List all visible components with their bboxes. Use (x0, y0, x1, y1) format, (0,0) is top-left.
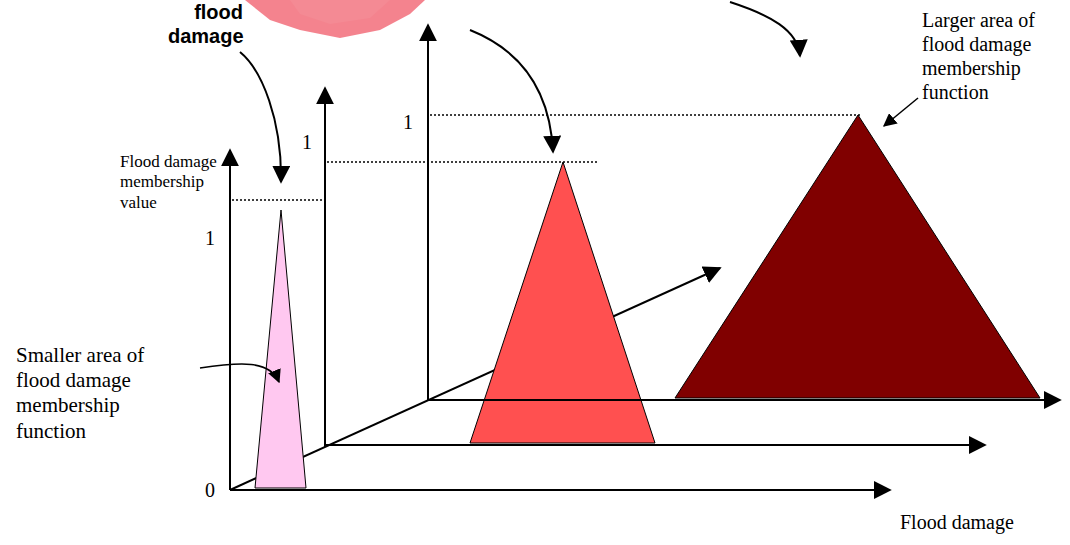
membership-triangle (255, 210, 306, 488)
axis (325, 444, 985, 446)
axis (324, 88, 326, 447)
axis-value: 1 (200, 226, 220, 250)
axis-title: Flood damage membership value (120, 152, 224, 213)
annotation-text: Larger area of flood damage membership f… (922, 8, 1062, 104)
axis-value: 0 (200, 478, 220, 502)
pointer-arrow (240, 52, 281, 182)
pointer-arrow (730, 2, 800, 56)
axis-title: Flood damage (900, 510, 1060, 534)
dotted-line (327, 161, 598, 163)
axis (427, 25, 429, 400)
axis (230, 489, 890, 491)
leader-arrow (884, 98, 918, 126)
leader-arrow (200, 364, 279, 382)
axis-value: 1 (398, 110, 418, 134)
flood-map (245, 0, 425, 38)
dotted-line (430, 114, 860, 116)
pointer-arrow (470, 30, 553, 152)
picture-label: flood damage (168, 0, 243, 48)
flood-map (290, 0, 390, 24)
dotted-line (232, 199, 325, 201)
membership-triangle (675, 115, 1040, 398)
axis (428, 399, 1060, 401)
annotation-text: Smaller area of flood damage membership … (16, 343, 166, 444)
axis-value: 1 (297, 130, 317, 154)
axis (229, 150, 231, 490)
